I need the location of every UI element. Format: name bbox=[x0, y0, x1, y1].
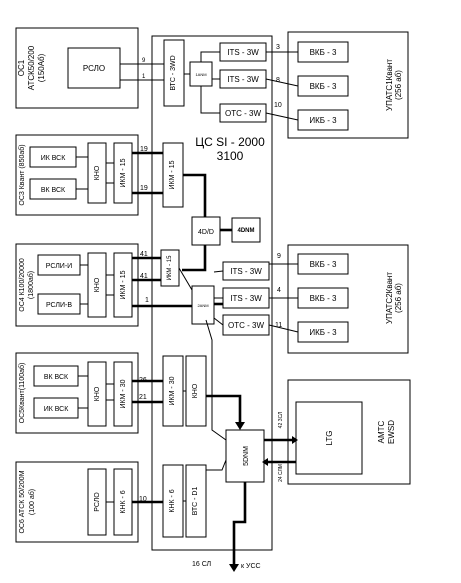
center-its2-label: ITS - 3W bbox=[227, 75, 259, 84]
oc3-ik-vsk-label: ИК ВСК bbox=[41, 155, 67, 162]
center-4dnm-label: 4DNM bbox=[237, 228, 254, 234]
station-oc1-label-1: ОС1 bbox=[17, 59, 26, 76]
oc4-rsli-i-label: РСЛИ-И bbox=[46, 263, 72, 270]
center-ikm15-a-label: ИКМ - 15 bbox=[169, 160, 176, 189]
center-its4-label: ITS - 3W bbox=[230, 294, 262, 303]
amts-label-2: EWSD bbox=[387, 420, 396, 444]
oc6-rslo-label: РСЛО bbox=[94, 492, 101, 512]
link-label-9: 9 bbox=[142, 58, 146, 64]
link-label-1: 1 bbox=[142, 74, 146, 80]
arrow-to-uss bbox=[229, 564, 239, 572]
thick-connections bbox=[132, 151, 296, 566]
link-label-10: 10 bbox=[274, 102, 282, 109]
station-oc6-label-1: ОС6 АТСК 50/200М bbox=[19, 470, 26, 533]
upats2-vkb1-label: ВКБ - 3 bbox=[310, 260, 337, 269]
oc4-rsli-v-label: РСЛИ-В bbox=[46, 302, 72, 309]
oc5-kno-label: КНО bbox=[94, 386, 101, 401]
oc3-ikm15-label: ИКМ - 15 bbox=[120, 158, 127, 187]
link-label-24-slm: 24 СЛМ bbox=[278, 464, 284, 482]
upats1-vkb1-label: ВКБ - 3 bbox=[310, 48, 337, 57]
amts-ltg-label: LTG bbox=[325, 431, 334, 446]
oc3-ikm15-block bbox=[113, 142, 133, 204]
link-label-41b: 41 bbox=[140, 273, 148, 280]
station-oc1-label-3: (150Аб) bbox=[37, 53, 46, 82]
link-label-4: 4 bbox=[277, 287, 281, 294]
link-label-11: 11 bbox=[275, 322, 282, 329]
link-label-19b: 19 bbox=[140, 185, 148, 192]
station-oc4-label-2: (1800аб) bbox=[27, 271, 35, 299]
upats1-ikb-label: ИКБ - 3 bbox=[309, 116, 337, 125]
oc3-kno-label: КНО bbox=[94, 165, 101, 180]
center-ikm30-label: ИКМ - 30 bbox=[169, 376, 176, 405]
link-label-26: 26 bbox=[139, 377, 147, 384]
upats1-sub: (256 аб) bbox=[394, 70, 403, 100]
center-its1-label: ITS - 3W bbox=[227, 48, 259, 57]
link-label-10b: 10 bbox=[139, 496, 147, 503]
center-4dnm-block bbox=[231, 217, 261, 243]
upats1-vkb2-label: ВКБ - 3 bbox=[310, 82, 337, 91]
link-label-19a: 19 bbox=[140, 146, 148, 153]
amts-ltg-block bbox=[295, 401, 363, 475]
oc5-kno-block bbox=[87, 361, 107, 427]
center-vtc-3wd-label: ВТС - 3WD bbox=[170, 55, 177, 90]
oc5-ik-vsk-label: ИК ВСК bbox=[44, 406, 70, 413]
oc4-ikm15-block bbox=[113, 252, 133, 318]
oc1-rslo-label: РСЛО bbox=[83, 64, 105, 73]
link-labels: 9 1 3 8 10 19 19 41 41 1 9 4 11 26 21 10… bbox=[139, 44, 284, 570]
oc4-ikm15-label: ИКМ - 15 bbox=[120, 270, 127, 299]
center-kno-label: КНО bbox=[192, 383, 199, 398]
central-station-subtitle: 3100 bbox=[217, 149, 244, 163]
center-1anm-label: 1ANM bbox=[195, 72, 206, 77]
link-label-1b: 1 bbox=[145, 297, 149, 304]
center-otc2-label: OTC - 3W bbox=[228, 321, 264, 330]
center-2anm-label: 2ANM bbox=[197, 303, 208, 308]
station-oc3-label: ОС3 Квант (850аб) bbox=[18, 144, 26, 205]
upats2-sub: (256 аб) bbox=[394, 283, 403, 313]
oc4-kno-block bbox=[87, 252, 107, 318]
oc5-ikm30-block bbox=[113, 361, 133, 427]
center-ikm15-b-label: ИКМ - 15 bbox=[167, 255, 173, 280]
link-label-8: 8 bbox=[276, 77, 280, 84]
upats2-ikb-label: ИКБ - 3 bbox=[309, 328, 337, 337]
center-vtc-3wd-block bbox=[163, 39, 185, 107]
link-label-41a: 41 bbox=[140, 251, 148, 258]
station-oc1-label-2: АТСК50/200 bbox=[27, 45, 36, 90]
link-label-to-uss: к УСС bbox=[241, 563, 261, 570]
arrow-to-ltg-top bbox=[292, 436, 298, 444]
upats2-label: УПАТС2Квант bbox=[385, 272, 394, 324]
link-label-21: 21 bbox=[139, 394, 147, 401]
oc5-ikm30-label: ИКМ - 30 bbox=[120, 379, 127, 408]
center-5dnm-label: 5DNM bbox=[243, 446, 250, 466]
link-label-3: 3 bbox=[276, 44, 280, 51]
link-label-42-zsl: 42 ЗСЛ bbox=[278, 412, 284, 429]
center-5dnm-block bbox=[225, 429, 265, 483]
oc3-vk-vsk-label: ВК ВСК bbox=[41, 187, 66, 194]
arrow-to-5dnm bbox=[235, 422, 245, 430]
oc3-kno-block bbox=[87, 142, 107, 204]
arrow-to-5dnm-right bbox=[262, 458, 268, 466]
upats1-label: УПАТС1Квант bbox=[385, 59, 394, 111]
oc6-knk6-label: КНК - 6 bbox=[120, 490, 127, 513]
station-oc5-label: ОС5Квант(1100аб) bbox=[18, 363, 26, 424]
upats2-vkb2-label: ВКБ - 3 bbox=[310, 294, 337, 303]
amts-label-1: АМТС bbox=[377, 420, 386, 443]
center-otc1-label: OTC - 3W bbox=[225, 109, 261, 118]
center-its3-label: ITS - 3W bbox=[230, 267, 262, 276]
station-oc6-label-2: (100 аб) bbox=[28, 489, 36, 515]
link-label-16-sl: 16 СЛ bbox=[192, 561, 212, 568]
oc5-vk-vsk-label: ВК ВСК bbox=[44, 374, 69, 381]
oc1-rslo-block bbox=[67, 47, 121, 89]
center-4dd-label: 4D/D bbox=[198, 229, 214, 236]
link-label-9b: 9 bbox=[277, 253, 281, 260]
station-oc4-label-1: ОС4 К100/20000 bbox=[19, 258, 26, 312]
center-knk6-label: КНК - 6 bbox=[169, 489, 176, 512]
oc4-kno-label: КНО bbox=[94, 277, 101, 292]
thin-connections bbox=[76, 51, 299, 503]
center-4dd-block bbox=[191, 216, 221, 246]
central-station-title: ЦС SI - 2000 bbox=[195, 135, 265, 149]
center-vtc-d1-label: ВТС - D1 bbox=[192, 487, 199, 516]
